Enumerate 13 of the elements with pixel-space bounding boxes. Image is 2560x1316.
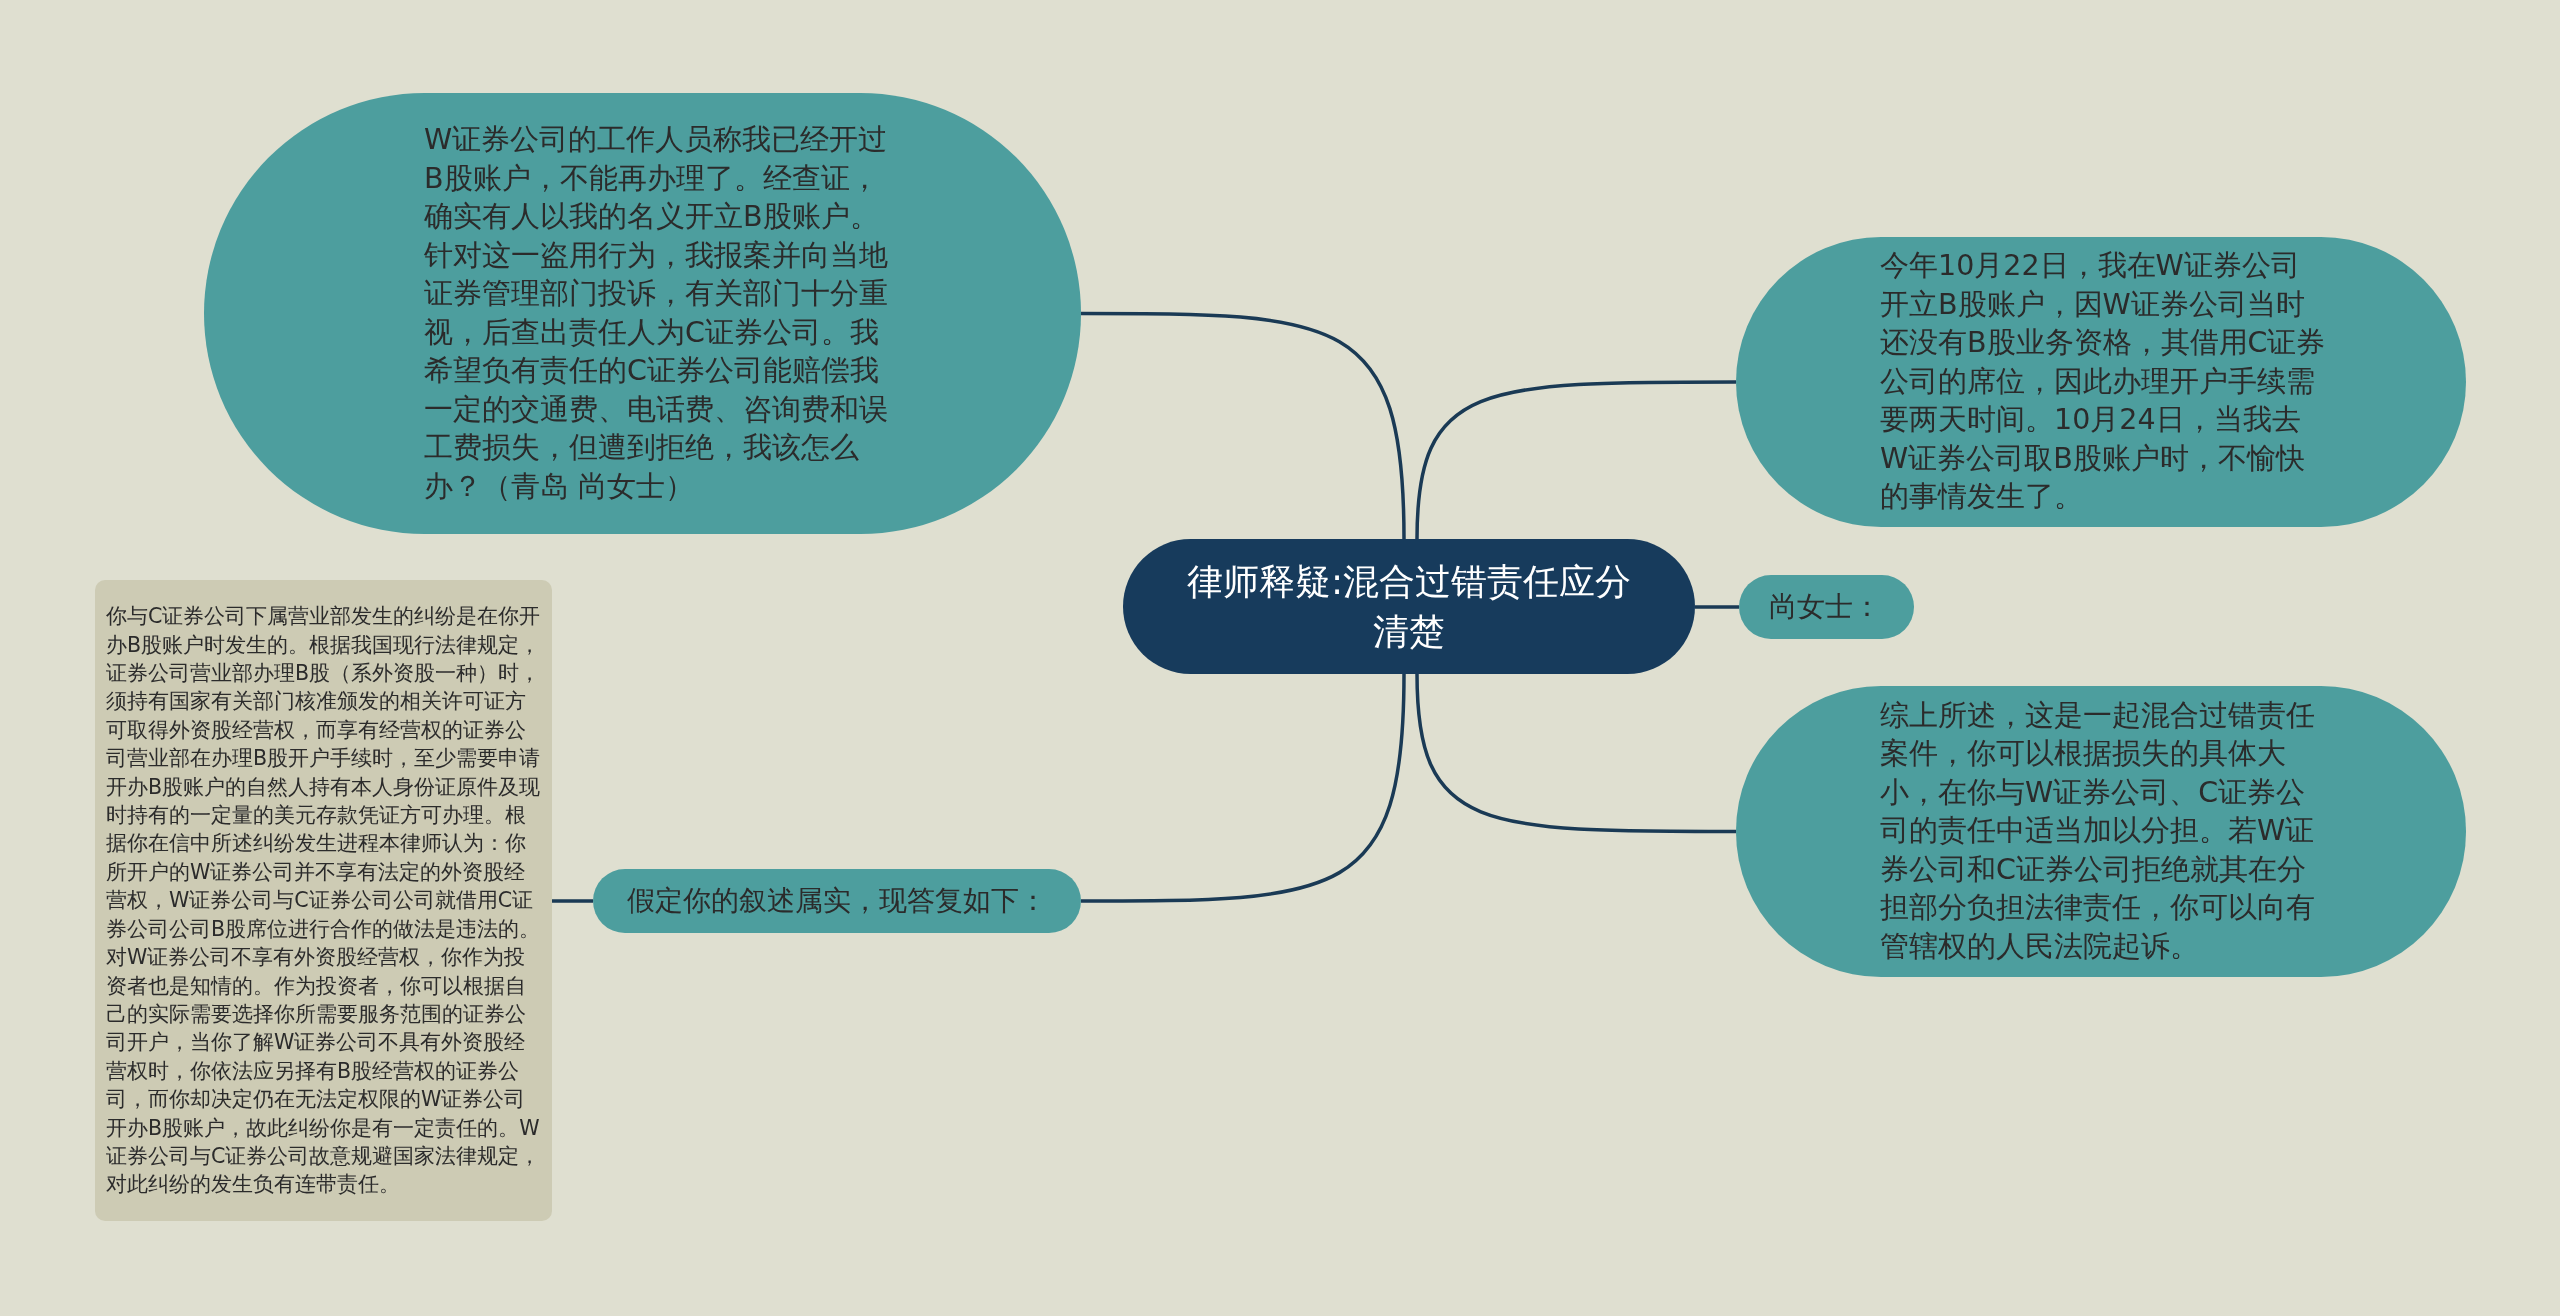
connector-line <box>1081 673 1406 903</box>
connector-line <box>1695 605 1739 609</box>
topic-bubble: W证券公司的工作人员称我已经开过B股账户，不能再办理了。经查证，确实有人以我的名义开立B股账户。针对这一盗用行为，我报案并向当地证券管理部门投诉，有关部门十分重视，后查出责任人为C证券公司。我希望负有责任的C证券公司能赔偿我一定的交通费、电话费、咨询费和误工费损失，但遭到拒绝，我该怎么办？（青岛 尚女士） <box>204 93 1081 534</box>
topic-bubble: 假定你的叙述属实，现答复如下： <box>593 869 1081 933</box>
central-topic: 律师释疑:混合过错责任应分清楚 <box>1123 539 1695 674</box>
connector-line <box>1081 311 1406 540</box>
topic-bubble: 尚女士： <box>1739 575 1914 639</box>
connector-line <box>1415 673 1736 834</box>
note-card: 你与C证券公司下属营业部发生的纠纷是在你开办B股账户时发生的。根据我国现行法律规定，证券公司营业部办理B股（系外资股一种）时，须持有国家有关部门核准颁发的相关许可证方可取得外资股经营权，而享有经营权的证券公司营业部在办理B股开户手续时，至少需要申请开办B股账户的自然人持有本人身份证原件及现时持有的一定量的美元存款凭证方可办理。根据你在信中所述纠纷发生进程本律师认为：你所开户的W证券公司并不享有法定的外资股经营权，W证券公司与C证券公司公司就借用C证券公司公司B股席位进行合作的做法是违法的。对W证券公司不享有外资股经营权，你作为投资者也是知情的。作为投资者，你可以根据自己的实际需要选择你所需要服务范围的证券公司开户，当你了解W证券公司不具有外资股经营权时，你依法应另择有B股经营权的证券公司，而你却决定仍在无法定权限的W证券公司开办B股账户，故此纠纷你是有一定责任的。W证券公司与C证券公司故意规避国家法律规定，对此纠纷的发生负有连带责任。 <box>95 580 552 1221</box>
topic-bubble: 综上所述，这是一起混合过错责任案件，你可以根据损失的具体大小，在你与W证券公司、C证券公司的责任中适当加以分担。若W证券公司和C证券公司拒绝就其在分担部分负担法律责任，你可以向有管辖权的人民法院起诉。 <box>1736 686 2466 977</box>
connector-line <box>552 899 593 903</box>
connector-line <box>1415 380 1736 540</box>
topic-bubble: 今年10月22日，我在W证券公司开立B股账户，因W证券公司当时还没有B股业务资格，其借用C证券公司的席位，因此办理开户手续需要两天时间。10月24日，当我去W证券公司取B股账户时，不愉快的事情发生了。 <box>1736 237 2466 527</box>
